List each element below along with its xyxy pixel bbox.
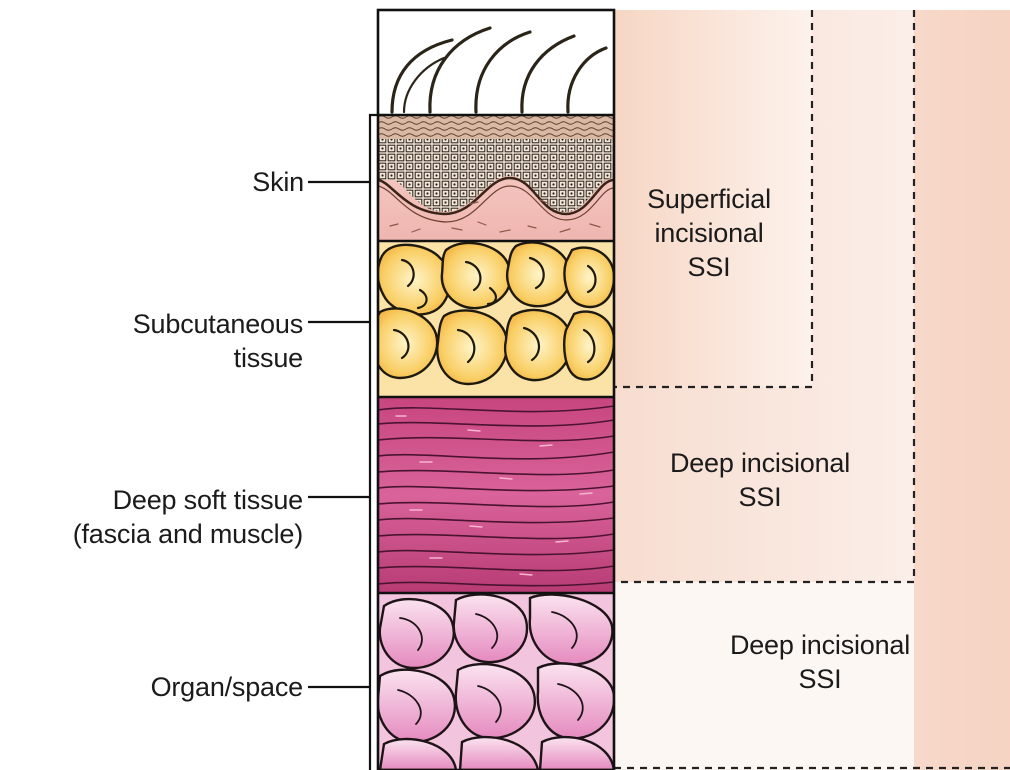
subcutaneous-label-line-2: tissue — [133, 341, 303, 375]
deep-zone-label-line-1: Deep incisional — [620, 446, 900, 480]
skin-label-line: Skin — [252, 165, 304, 199]
deep-zone-label-line-2: SSI — [620, 480, 900, 514]
deep-zone-label: Deep incisional SSI — [620, 446, 900, 514]
organ-space-label: Organ/space — [151, 670, 303, 704]
deep-soft-tissue-label-line-1: Deep soft tissue — [73, 483, 303, 517]
organ-zone-label: Deep incisional SSI — [670, 628, 970, 696]
organ-space-layer — [378, 593, 614, 770]
organ-zone-label-line-2: SSI — [670, 662, 970, 696]
deep-soft-tissue-label-line-2: (fascia and muscle) — [73, 517, 303, 551]
subcutaneous-label: Subcutaneous tissue — [133, 307, 303, 375]
organ-zone-label-line-1: Deep incisional — [670, 628, 970, 662]
superficial-zone-label-line-2: incisional — [614, 216, 804, 250]
skin-layer — [378, 115, 614, 241]
subcutaneous-layer — [373, 241, 614, 397]
superficial-zone-label-line-3: SSI — [614, 250, 804, 284]
superficial-zone-label-line-1: Superficial — [614, 182, 804, 216]
superficial-zone-label: Superficial incisional SSI — [614, 182, 804, 284]
label-leader-lines — [308, 115, 378, 770]
subcutaneous-label-line-1: Subcutaneous — [133, 307, 303, 341]
deep-soft-tissue-layer — [378, 397, 614, 593]
skin-label: Skin — [252, 165, 304, 199]
organ-space-label-line: Organ/space — [151, 670, 303, 704]
deep-soft-tissue-label: Deep soft tissue (fascia and muscle) — [73, 483, 303, 551]
hair-illustration — [392, 28, 606, 112]
